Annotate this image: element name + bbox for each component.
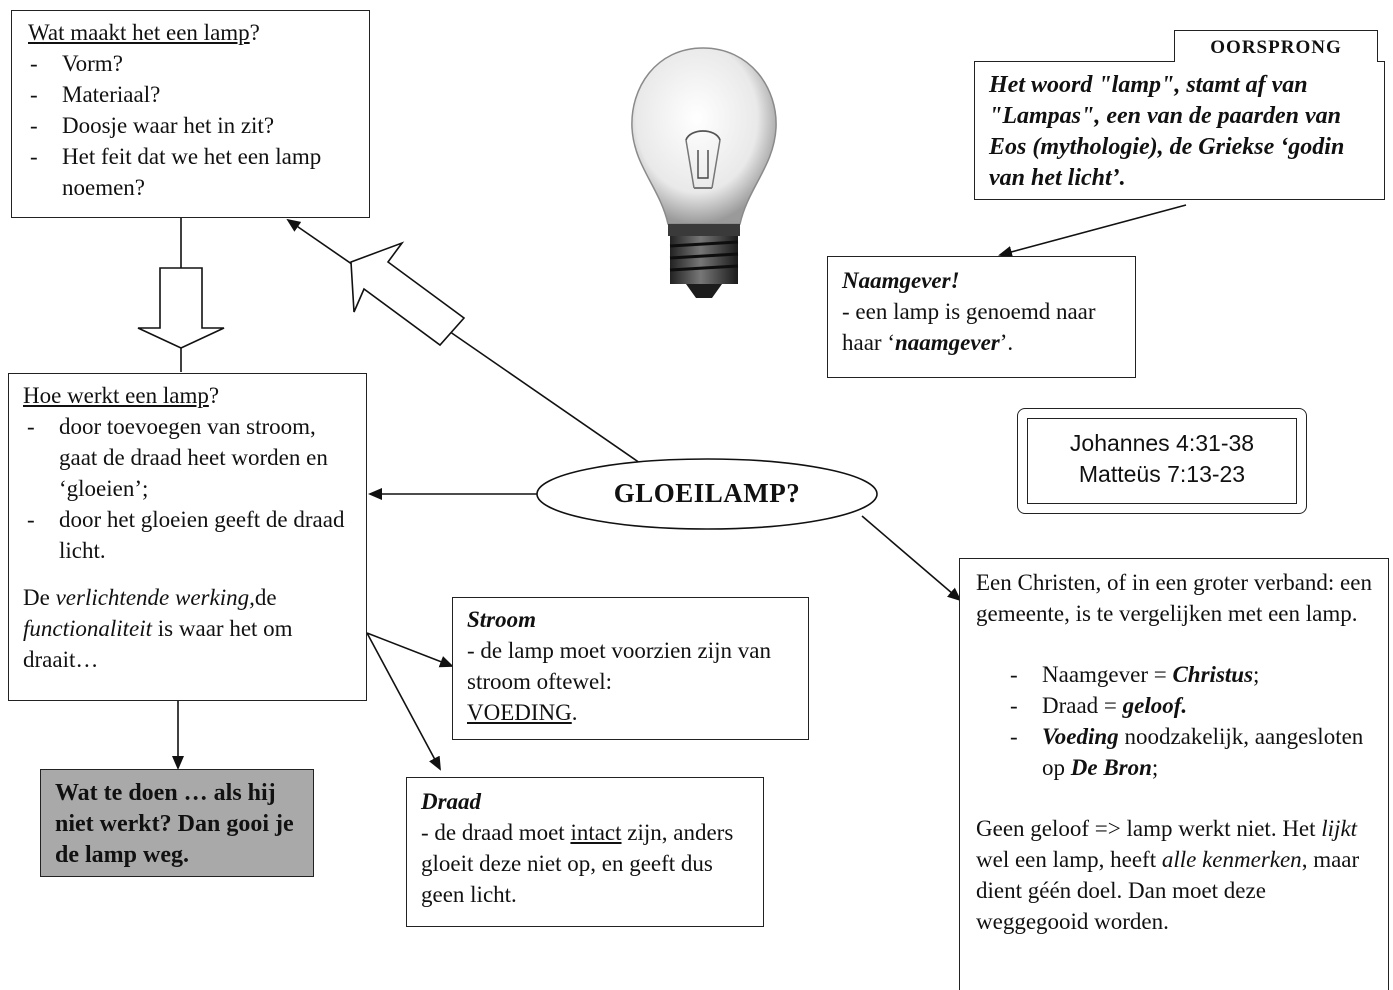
box-christen: Een Christen, of in een groter verband: … — [959, 558, 1389, 990]
box-wat-maakt-het-een-lamp: Wat maakt het een lamp? Vorm? Materiaal?… — [11, 10, 370, 218]
box-wat-te-doen: Wat te doen … als hij niet werkt? Dan go… — [40, 769, 314, 877]
reference-line: Johannes 4:31-38 — [1069, 430, 1255, 456]
box-bijbel-referenties: Johannes 4:31-38 Matteüs 7:13-23 — [1017, 408, 1307, 514]
box-stroom: Stroom - de lamp moet voorzien zijn van … — [452, 597, 809, 740]
connector-left-to-stroom — [366, 632, 454, 668]
list-item: Voeding noodzakelijk, aangesloten op De … — [1010, 721, 1374, 783]
connector-center-to-right — [861, 515, 962, 602]
list-item: Materiaal? — [30, 79, 355, 110]
box-hoe-werkt-een-lamp: Hoe werkt een lamp? door toevoegen van s… — [8, 373, 367, 701]
list: Naamgever = Christus; Draad = geloof. Vo… — [976, 659, 1374, 783]
hollow-diagonal-arrow — [350, 241, 466, 347]
conclusion-paragraph: Geen geloof => lamp werkt niet. Het lijk… — [976, 816, 1360, 934]
box-question: Hoe werkt een lamp — [23, 383, 209, 408]
list-item: door het gloeien geeft de draad licht. — [27, 504, 352, 566]
list-item: Vorm? — [30, 48, 355, 79]
box-oorsprong: Het woord "lamp", stamt af van "Lampas",… — [974, 61, 1385, 200]
box-draad: Draad - de draad moet intact zijn, ander… — [406, 777, 764, 927]
box-title: Stroom — [467, 607, 537, 632]
box-question: Wat maakt het een lamp — [28, 20, 250, 45]
box-bijbel-inner: Johannes 4:31-38 Matteüs 7:13-23 — [1027, 418, 1297, 504]
list-item: door toevoegen van stroom, gaat de draad… — [27, 411, 352, 504]
list-item: Naamgever = Christus; — [1010, 659, 1374, 690]
connector-left-to-draad — [366, 632, 441, 771]
reference-line: Matteüs 7:13-23 — [1078, 461, 1246, 487]
central-oval — [536, 458, 878, 530]
list-item: Doosje waar het in zit? — [30, 110, 355, 141]
box-naamgever: Naamgever! - een lamp is genoemd naar ha… — [827, 256, 1136, 378]
oorsprong-tab: OORSPRONG — [1174, 30, 1378, 62]
box-title: Draad — [421, 789, 482, 814]
functionaliteit-paragraph: De verlichtende werking,de functionalite… — [23, 585, 293, 672]
list: door toevoegen van stroom, gaat de draad… — [23, 411, 352, 566]
connector-center-to-top — [286, 218, 641, 464]
hollow-down-arrow — [137, 267, 225, 349]
box-title: Naamgever! — [842, 268, 960, 293]
list: Vorm? Materiaal? Doosje waar het in zit?… — [28, 48, 355, 203]
list-item: Het feit dat we het een lamp noemen? — [30, 141, 355, 203]
connector-oorsprong-to-naamgever — [998, 204, 1187, 258]
list-item: Draad = geloof. — [1010, 690, 1374, 721]
lightbulb-icon — [631, 47, 777, 298]
central-node-label: GLOEILAMP? — [613, 478, 801, 508]
